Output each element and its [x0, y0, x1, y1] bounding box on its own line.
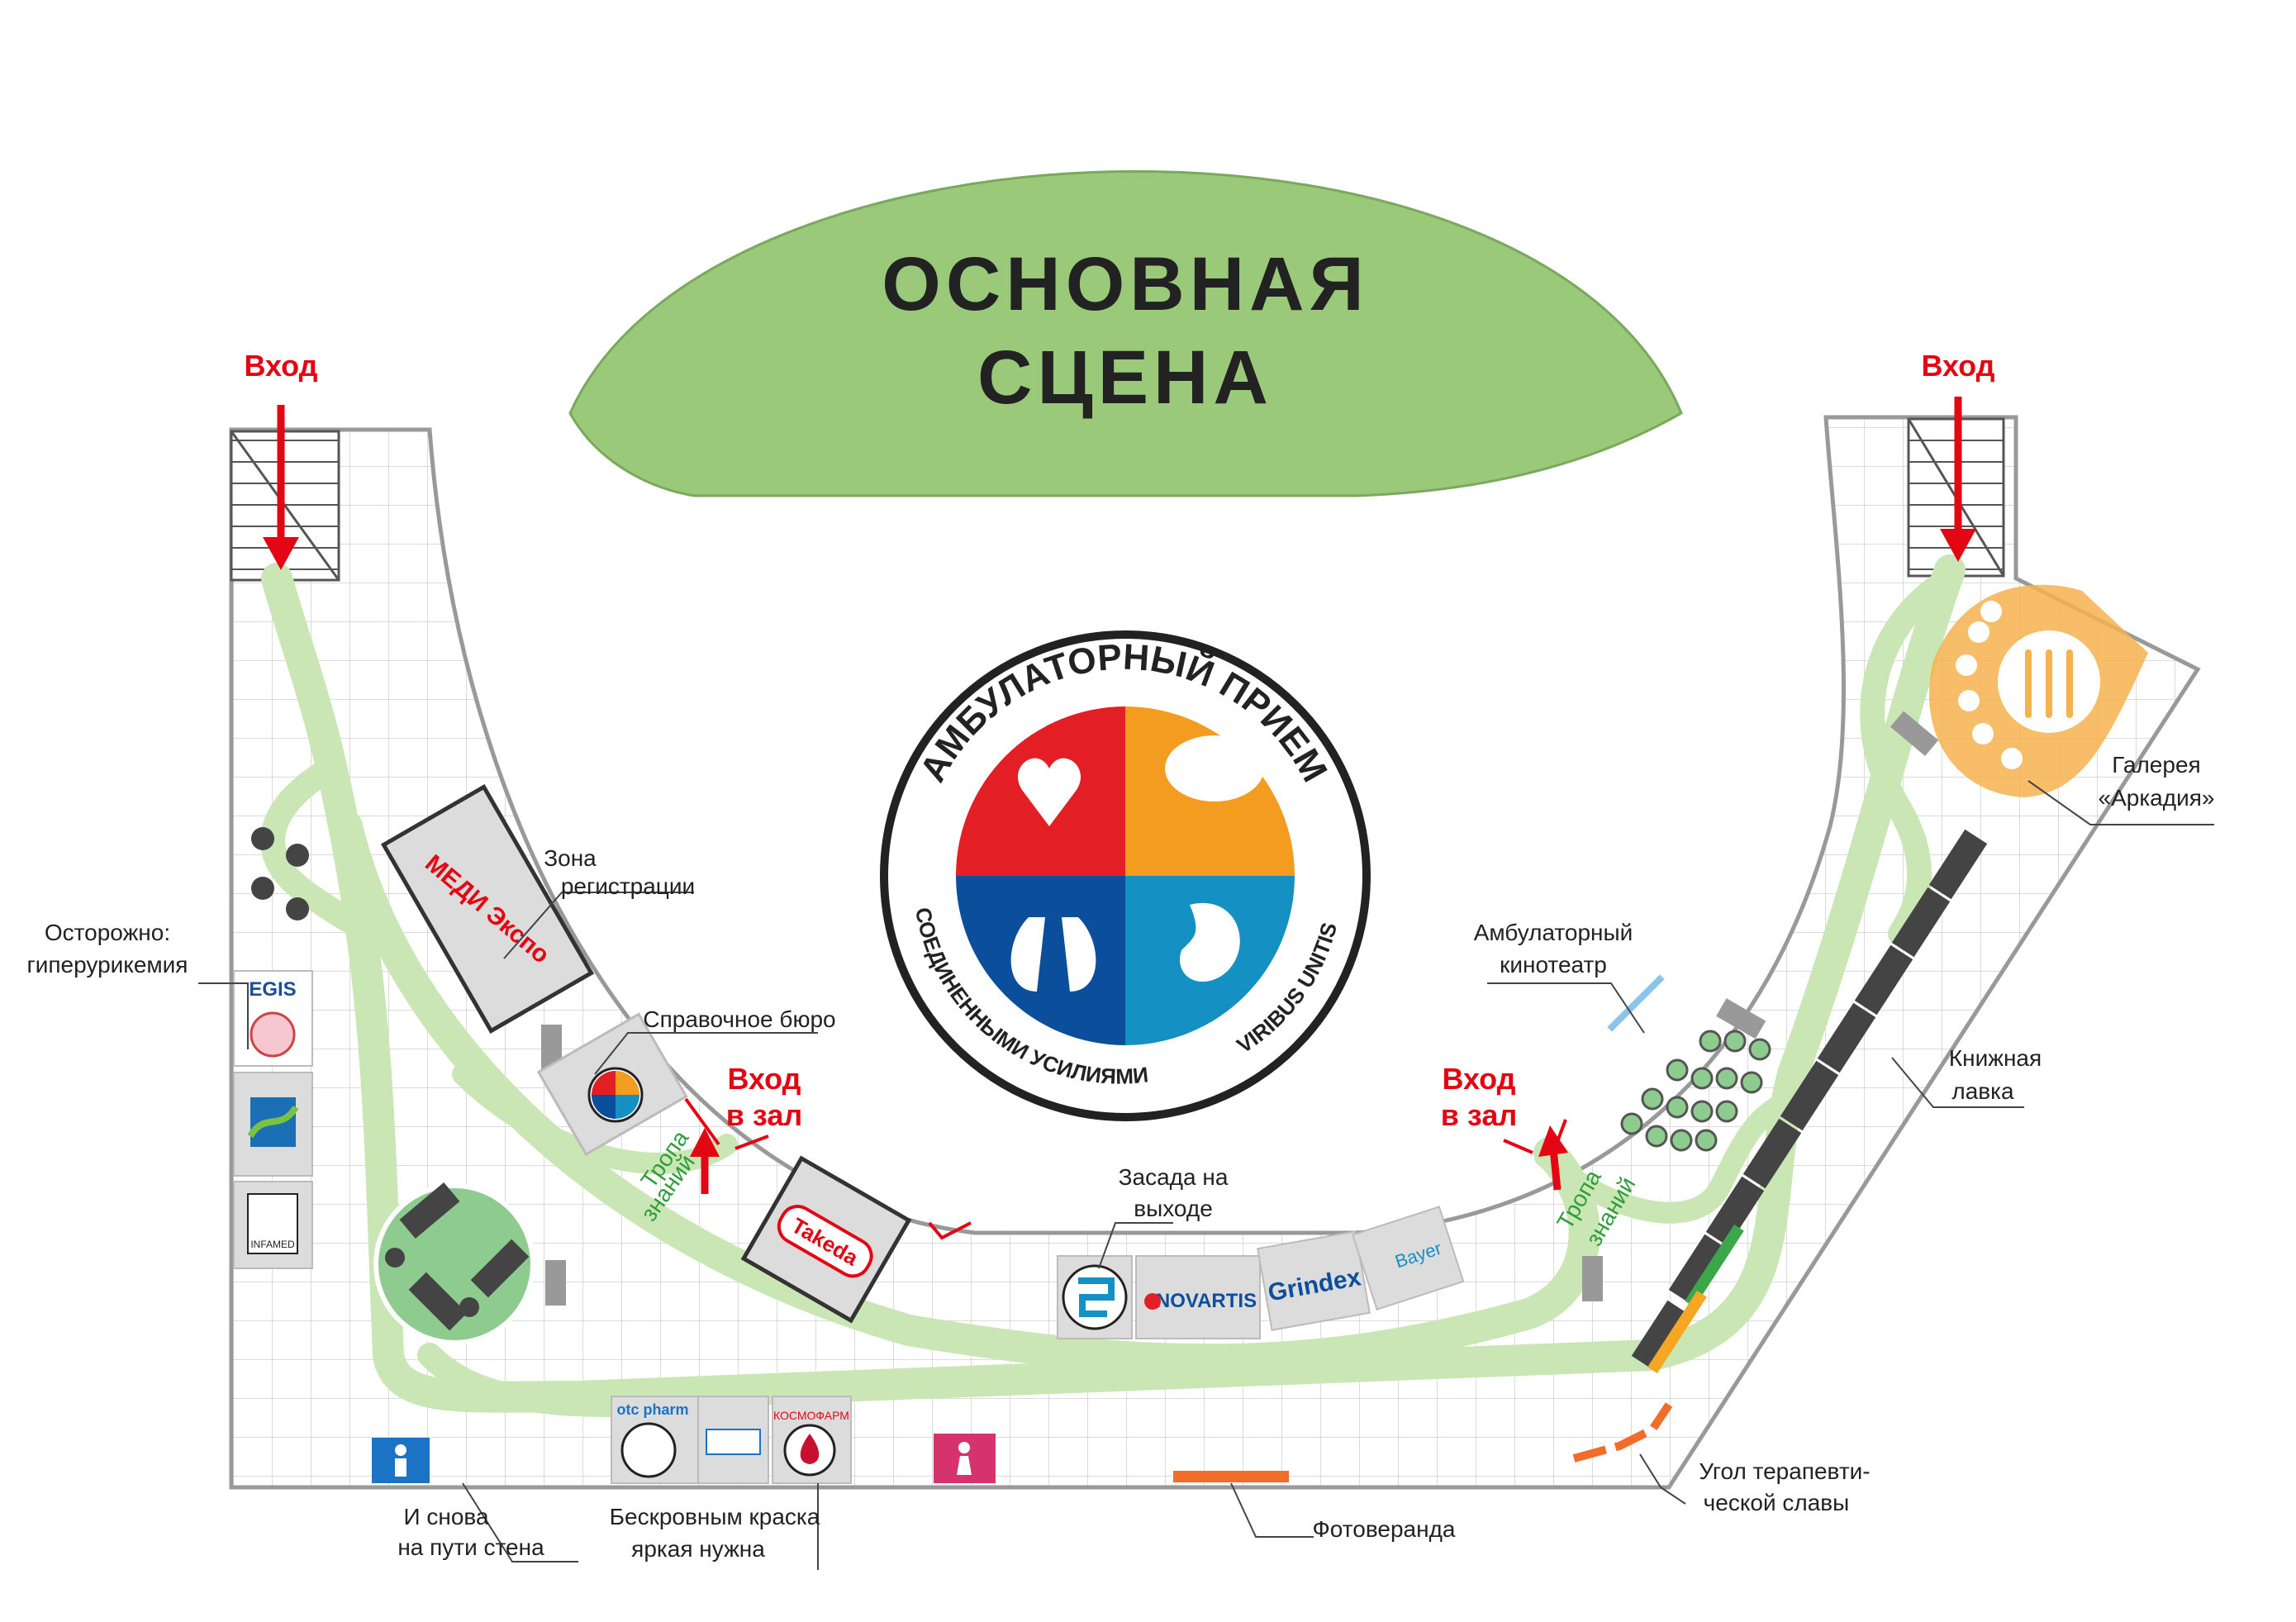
entrance-left[interactable]	[263, 405, 299, 570]
label-info-desk: Справочное бюро	[643, 1006, 835, 1032]
gallery-arkadia[interactable]	[1928, 584, 2148, 797]
label-wall-line2: на пути стена	[397, 1534, 544, 1560]
label-ambush-line1: Засада на	[1119, 1164, 1229, 1190]
lungs-icon	[1010, 917, 1096, 992]
registration-desk[interactable]: МЕДИ Экспо	[380, 784, 595, 1034]
cutlery-icon	[2025, 649, 2073, 718]
label-glory-line2: ческой славы	[1704, 1490, 1850, 1515]
label-bookshop-line1: Книжная	[1949, 1045, 2042, 1071]
infamed-logo: INFAMED	[250, 1239, 295, 1250]
heart-icon	[1017, 758, 1081, 826]
entrance-left-label: Вход	[244, 349, 317, 383]
stand-ambush-gut[interactable]	[1057, 1255, 1133, 1339]
knowledge-trail	[260, 554, 1966, 1417]
label-cinema-line1: Амбулаторный	[1474, 920, 1633, 945]
hall-entrance-right-line2: в зал	[1441, 1098, 1517, 1132]
stage-title-line1: ОСНОВНАЯ	[882, 242, 1368, 326]
label-ambush-line2: выходе	[1134, 1196, 1213, 1221]
label-paint-line1: Бескровным краска	[610, 1504, 820, 1529]
cinema-seats	[1620, 1030, 1771, 1152]
label-bookshop-line2: лавка	[1951, 1078, 2014, 1104]
label-registration-line1: Зона	[544, 845, 597, 871]
cinema-screen	[1607, 974, 1665, 1032]
waiting-seats	[251, 827, 309, 920]
label-wall-line1: И снова	[403, 1504, 489, 1529]
gallery-stand	[1890, 711, 1939, 756]
column-right	[1582, 1256, 1603, 1301]
label-registration-line2: регистрации	[561, 873, 695, 899]
intestine-icon	[1078, 1277, 1115, 1317]
hall-entrance-right-line1: Вход	[1442, 1062, 1515, 1096]
kosmofarm-logo: КОСМОФАРМ	[773, 1409, 849, 1422]
photo-veranda[interactable]	[1173, 1471, 1289, 1482]
cinema-projector	[1716, 998, 1766, 1039]
label-photo: Фотоверанда	[1313, 1516, 1456, 1542]
otc-logo: otc pharm	[616, 1401, 688, 1418]
kidneys-icon	[250, 1011, 296, 1058]
brain-icon	[1165, 735, 1264, 801]
venue-floor	[229, 415, 2201, 1490]
hall-entrance-left-line2: в зал	[726, 1098, 802, 1132]
bookshop[interactable]	[1631, 829, 1988, 1371]
label-gallery-line1: Галерея	[2112, 752, 2200, 778]
stand-grindex[interactable]: Grindex	[1257, 1230, 1371, 1331]
hall-entrance-left[interactable]	[690, 1128, 720, 1194]
stomach-icon	[1180, 902, 1240, 982]
label-caution-line1: Осторожно:	[45, 920, 170, 945]
label-glory-line1: Угол терапевти-	[1699, 1458, 1870, 1484]
stage-title-line2: СЦЕНА	[977, 335, 1273, 420]
main-stage	[568, 170, 1683, 497]
round-lounge	[373, 1182, 535, 1345]
hall-entrance-left-line1: Вход	[727, 1062, 801, 1096]
hall-entrance-right[interactable]	[1538, 1125, 1568, 1191]
column-left	[545, 1260, 566, 1306]
glory-corner[interactable]	[1572, 1225, 1744, 1463]
stand-takeda[interactable]: Takeda	[740, 1155, 912, 1324]
stand-bayer[interactable]: Bayer	[1351, 1206, 1465, 1311]
label-paint-line2: яркая нужна	[631, 1536, 765, 1562]
egis-logo: EGIS	[249, 978, 296, 1001]
bed-icon	[620, 1422, 677, 1478]
info-desk-logo	[587, 1067, 644, 1123]
stand-novartis[interactable]: NOVARTIS	[1135, 1255, 1261, 1339]
novartis-logo: NOVARTIS	[1156, 1290, 1257, 1312]
label-cinema-line2: кинотеатр	[1500, 952, 1607, 977]
label-caution-line2: гиперурикемия	[27, 952, 188, 977]
label-gallery-line2: «Аркадия»	[2099, 785, 2215, 811]
event-logo: АМБУЛАТОРНЫЙ ПРИЕМ СОЕДИНЕННЫМИ УСИЛИЯМИ…	[880, 630, 1371, 1121]
entrance-right[interactable]	[1940, 397, 1976, 562]
entrance-right-label: Вход	[1921, 349, 1994, 383]
